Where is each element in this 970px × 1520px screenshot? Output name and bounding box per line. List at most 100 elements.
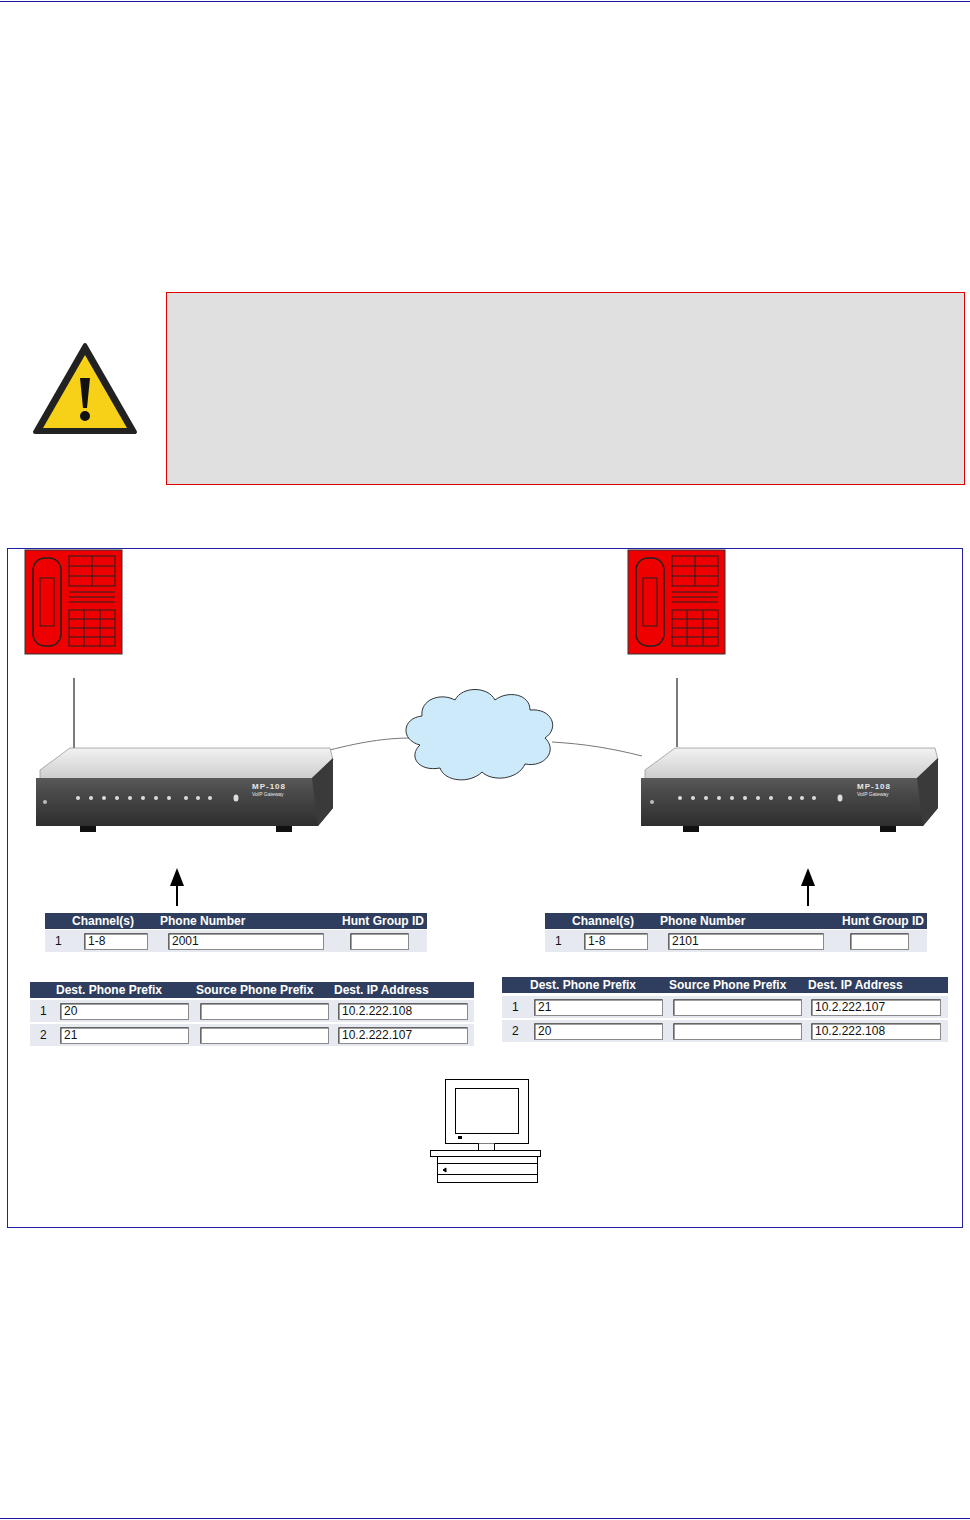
column-header: Dest. IP Address	[808, 978, 903, 992]
input-field	[169, 934, 324, 950]
column-header: Phone Number	[160, 914, 245, 928]
network-cloud	[406, 690, 553, 780]
model-name: MP-108	[857, 782, 891, 791]
column-header: Hunt Group ID	[342, 914, 424, 928]
table-row	[30, 1000, 474, 1022]
column-header: Channel(s)	[572, 914, 634, 928]
input-field	[201, 1028, 329, 1044]
input-bevel	[535, 1000, 662, 1015]
input-field	[61, 1028, 189, 1044]
input-bevel	[61, 1004, 188, 1019]
input-field	[85, 934, 148, 950]
input-bevel	[169, 934, 323, 949]
model-name: MP-108	[252, 782, 286, 791]
page-rule	[0, 1518, 970, 1519]
phone-icon	[25, 550, 122, 654]
input-bevel	[61, 1028, 188, 1043]
row-divider	[502, 1018, 948, 1019]
model-subtitle: VoIP Gateway	[857, 791, 891, 797]
table-row	[502, 1020, 948, 1042]
input-field	[339, 1004, 468, 1020]
phone-cord	[676, 678, 677, 747]
gateway-nameplate: MP-108VoIP Gateway	[252, 782, 286, 797]
input-field	[851, 934, 909, 950]
input-field	[535, 1024, 663, 1040]
table-cell: 10.2.222.107	[342, 1028, 412, 1042]
row-divider	[502, 1042, 948, 1043]
config-arrow	[170, 868, 184, 906]
input-bevel	[201, 1004, 328, 1019]
table-cell: 2	[512, 1024, 519, 1038]
input-field	[674, 1024, 802, 1040]
warning-box	[167, 293, 965, 485]
page-rule	[0, 1, 970, 2]
column-header: Phone Number	[660, 914, 745, 928]
gateway-device	[641, 748, 938, 832]
input-bevel	[351, 934, 408, 949]
input-bevel	[585, 934, 647, 949]
table-cell: 1	[40, 1004, 47, 1018]
table-cell: 21	[538, 1000, 551, 1014]
table-cell: 1-8	[88, 934, 105, 948]
table-cell: 20	[64, 1004, 77, 1018]
table-cell: 2101	[672, 934, 699, 948]
table-header-bar	[545, 913, 927, 929]
phone-icon	[628, 550, 725, 654]
table-cell: 1	[512, 1000, 519, 1014]
input-bevel	[674, 1000, 801, 1015]
table-cell: 1	[555, 934, 562, 948]
input-bevel	[812, 1024, 940, 1039]
warning-icon	[35, 345, 135, 432]
input-bevel	[669, 934, 823, 949]
gateway-nameplate: MP-108VoIP Gateway	[857, 782, 891, 797]
input-field	[812, 1000, 941, 1016]
table-cell: 20	[538, 1024, 551, 1038]
input-field	[61, 1004, 189, 1020]
input-bevel	[812, 1000, 940, 1015]
input-field	[674, 1000, 802, 1016]
phone-cord	[73, 678, 74, 752]
table-cell: 10.2.222.108	[342, 1004, 412, 1018]
input-bevel	[339, 1004, 467, 1019]
input-bevel	[201, 1028, 328, 1043]
gateway-device	[36, 748, 333, 832]
column-header: Dest. IP Address	[334, 983, 429, 997]
input-bevel	[85, 934, 147, 949]
column-header: Hunt Group ID	[842, 914, 924, 928]
input-bevel	[535, 1024, 662, 1039]
table-cell: 1-8	[588, 934, 605, 948]
input-field	[535, 1000, 663, 1016]
input-field	[339, 1028, 468, 1044]
network-link	[322, 738, 412, 752]
table-header-bar	[502, 977, 948, 993]
table-row	[502, 996, 948, 1018]
table-row	[545, 930, 927, 952]
table-row	[45, 930, 427, 952]
table-cell: 21	[64, 1028, 77, 1042]
table-cell: 2001	[172, 934, 199, 948]
column-header: Dest. Phone Prefix	[530, 978, 636, 992]
table-cell: 2	[40, 1028, 47, 1042]
table-header-bar	[45, 913, 427, 929]
network-link	[552, 742, 642, 756]
input-bevel	[339, 1028, 467, 1043]
row-divider	[545, 952, 927, 953]
input-field	[669, 934, 824, 950]
column-header: Channel(s)	[72, 914, 134, 928]
row-divider	[45, 952, 427, 953]
model-subtitle: VoIP Gateway	[252, 791, 286, 797]
input-field	[812, 1024, 941, 1040]
input-bevel	[674, 1024, 801, 1039]
column-header: Source Phone Prefix	[669, 978, 786, 992]
table-header-bar	[30, 982, 474, 998]
input-bevel	[851, 934, 908, 949]
diagram-frame	[8, 549, 963, 1228]
computer-icon	[431, 1080, 541, 1183]
table-cell: 1	[55, 934, 62, 948]
table-cell: 10.2.222.108	[815, 1024, 885, 1038]
row-divider	[30, 1022, 474, 1023]
column-header: Dest. Phone Prefix	[56, 983, 162, 997]
input-field	[585, 934, 648, 950]
